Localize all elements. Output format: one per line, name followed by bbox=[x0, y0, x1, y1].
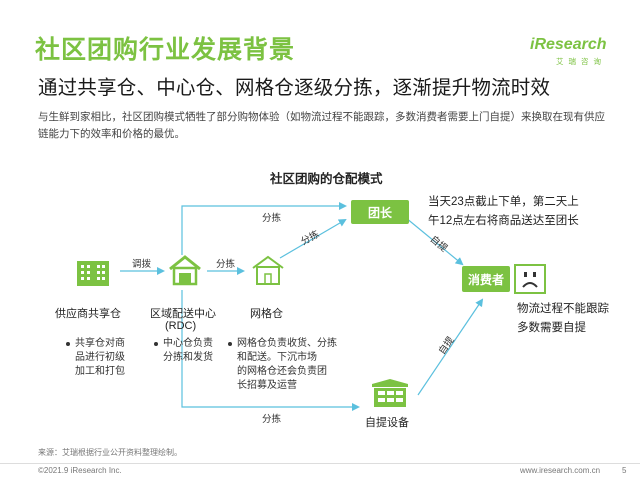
bullet-line: 的网格仓还会负责团 bbox=[237, 366, 327, 377]
edge-label-sort-rdc-leader: 分拣 bbox=[262, 213, 282, 224]
grid-warehouse-icon bbox=[252, 255, 284, 285]
rdc-bullets: 中心仓负责 分拣和发货 bbox=[154, 337, 213, 365]
arrow-rdc-pickup bbox=[181, 290, 360, 411]
consumer-note-line: 多数需要自提 bbox=[517, 322, 586, 334]
bullet-line: 分拣和发货 bbox=[163, 352, 213, 363]
intro-text: 与生鲜到家相比，社区团购模式牺牲了部分购物体验（如物流过程不能跟踪，多数消费者需… bbox=[38, 111, 605, 140]
arrow-leader-consumer bbox=[399, 212, 464, 266]
arrow-rdc-leader bbox=[181, 202, 347, 255]
footer-url[interactable]: www.iresearch.com.cn bbox=[520, 466, 601, 475]
bullet-line: 加工和打包 bbox=[75, 366, 125, 377]
leader-note-line: 午12点左右将商品送达至团长 bbox=[428, 215, 579, 227]
page-number: 5 bbox=[622, 466, 627, 475]
source-note: 来源：艾瑞根据行业公开资料整理绘制。 bbox=[38, 448, 182, 457]
edge-label-sort-rdc-pickup: 分拣 bbox=[262, 414, 282, 425]
bullet-line: 长招募及运营 bbox=[237, 380, 297, 391]
warehouse-building-icon bbox=[77, 261, 109, 286]
bullet-line: 共享仓对商 bbox=[66, 337, 125, 351]
arrow-grid-leader bbox=[279, 218, 347, 259]
copyright: ©2021.9 iResearch Inc. bbox=[38, 466, 122, 475]
leader-note-line: 当天23点截止下单，第二天上 bbox=[428, 196, 579, 208]
sad-face-icon bbox=[514, 264, 546, 294]
edge-label-transfer: 调拨 bbox=[132, 259, 152, 270]
bullet-line: 网格仓负责收货、分拣 bbox=[228, 337, 337, 351]
supplier-label: 供应商共享仓 bbox=[55, 308, 121, 320]
leader-box: 团长 bbox=[351, 200, 409, 224]
rdc-label-abbr: (RDC) bbox=[165, 320, 197, 332]
bullet-line: 品进行初级 bbox=[75, 352, 125, 363]
grid-bullets: 网格仓负责收货、分拣 和配送。下沉市场 的网格仓还会负责团 长招募及运营 bbox=[228, 337, 337, 393]
leader-note: 当天23点截止下单，第二天上 午12点左右将商品送达至团长 bbox=[428, 193, 579, 231]
consumer-note-line: 物流过程不能跟踪 bbox=[517, 303, 609, 315]
edge-label-sort-rdc-grid: 分拣 bbox=[216, 259, 236, 270]
page-title: 社区团购行业发展背景 bbox=[35, 36, 296, 64]
page-subtitle: 通过共享仓、中心仓、网格仓逐级分拣，逐渐提升物流时效 bbox=[38, 77, 551, 99]
footer-divider bbox=[0, 463, 640, 464]
arrow-pickup-consumer bbox=[417, 298, 484, 396]
consumer-note: 物流过程不能跟踪 多数需要自提 bbox=[517, 300, 609, 338]
logo-subtitle: 艾瑞咨询 bbox=[556, 57, 606, 66]
bullet-line: 和配送。下沉市场 bbox=[237, 352, 317, 363]
distribution-center-icon bbox=[169, 255, 201, 286]
iresearch-logo: iResearch bbox=[530, 36, 607, 53]
pickup-locker-icon bbox=[372, 379, 408, 407]
supplier-bullets: 共享仓对商 品进行初级 加工和打包 bbox=[66, 337, 125, 379]
diagram-title: 社区团购的仓配模式 bbox=[270, 172, 383, 186]
consumer-box: 消费者 bbox=[462, 266, 510, 292]
bullet-line: 中心仓负责 bbox=[154, 337, 213, 351]
rdc-label: 区域配送中心 bbox=[150, 308, 216, 320]
grid-label: 网格仓 bbox=[250, 308, 283, 320]
pickup-label: 自提设备 bbox=[365, 417, 409, 429]
